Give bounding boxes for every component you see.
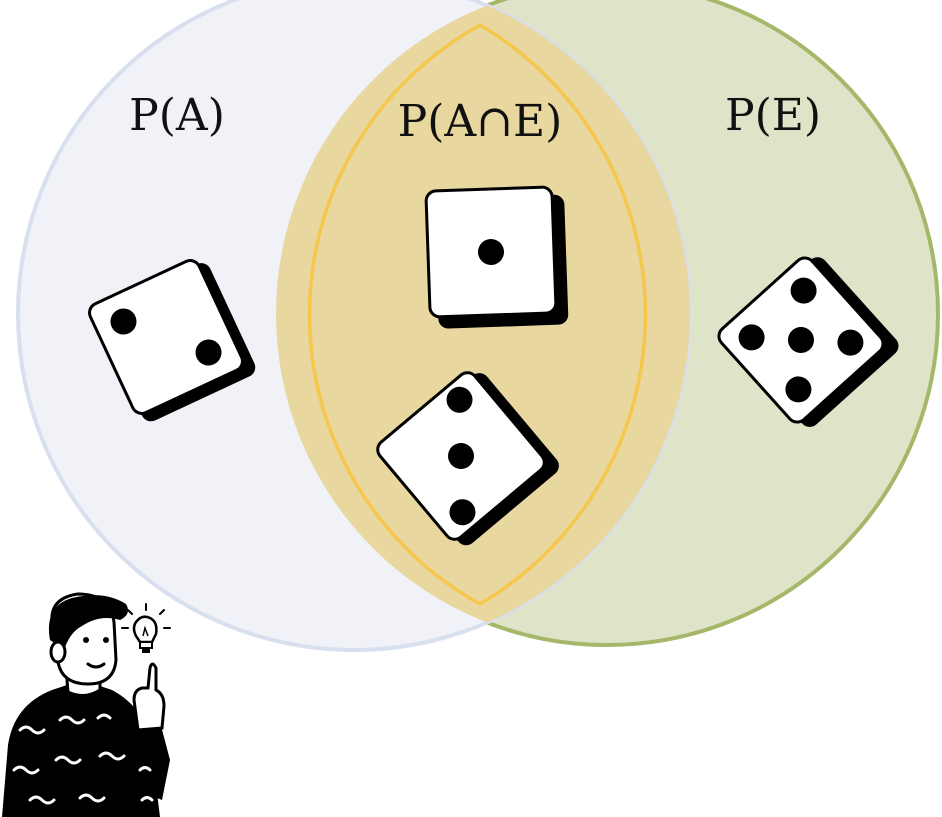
die-five-icon xyxy=(717,256,899,427)
die-two-icon xyxy=(88,259,256,422)
die-three-icon xyxy=(376,371,559,546)
set-e-label: P(E) xyxy=(725,90,821,141)
thinking-person-icon xyxy=(2,592,170,817)
lightbulb-icon xyxy=(121,603,171,653)
die-one-icon xyxy=(424,185,569,329)
intersection-outline xyxy=(307,22,648,607)
set-a-label: P(A) xyxy=(129,90,225,141)
intersection-label: P(A∩E) xyxy=(398,96,563,147)
